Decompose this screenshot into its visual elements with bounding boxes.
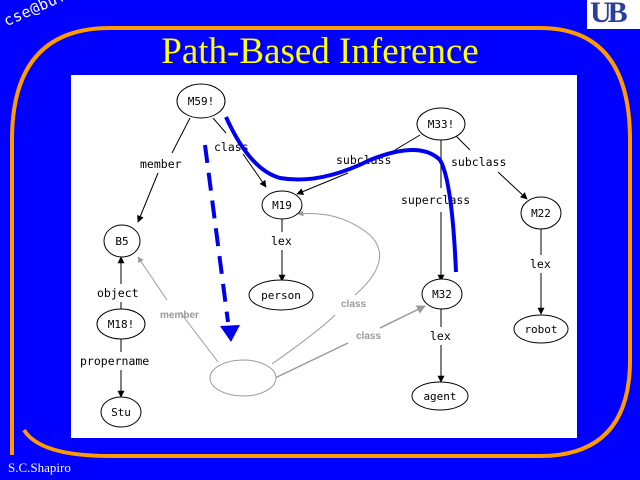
node-label: Stu bbox=[111, 406, 131, 419]
ub-logo: UB bbox=[587, 0, 640, 29]
inferred-node[interactable] bbox=[209, 359, 277, 397]
edge-labels: member class subclass subclass superclas… bbox=[80, 140, 551, 368]
node-label: agent bbox=[423, 390, 456, 403]
inferred-edges: member class class bbox=[137, 213, 425, 397]
edge-class bbox=[212, 117, 266, 187]
node-m18[interactable]: M18! bbox=[96, 308, 146, 340]
network-nodes: M59! M33! M19 M22 B5 person M32 robot M1… bbox=[96, 83, 569, 428]
edge-label-object: object bbox=[97, 286, 139, 300]
node-label: M32 bbox=[432, 288, 452, 301]
edge-label-propername: propername bbox=[80, 354, 149, 368]
node-label: M18! bbox=[108, 318, 135, 331]
edge-label-lex-m22: lex bbox=[530, 257, 551, 271]
edge-label-lex-m19: lex bbox=[271, 234, 292, 248]
inferred-edge-label-class-2: class bbox=[356, 331, 381, 342]
inferred-edge-member bbox=[179, 311, 219, 363]
node-m59[interactable]: M59! bbox=[176, 83, 226, 119]
edge-label-subclass-m22: subclass bbox=[451, 155, 506, 169]
node-label: M33! bbox=[428, 118, 455, 131]
inferred-edge-label-class-1: class bbox=[341, 299, 366, 310]
node-b5[interactable]: B5 bbox=[103, 224, 141, 258]
inferred-edge-class-m19 bbox=[271, 213, 380, 365]
edge-label-lex-m32: lex bbox=[430, 329, 451, 343]
network-edges bbox=[121, 117, 541, 397]
edge-member bbox=[138, 117, 191, 222]
node-robot[interactable]: robot bbox=[513, 314, 569, 344]
edge-subclass-m19 bbox=[297, 134, 421, 194]
node-m33[interactable]: M33! bbox=[416, 107, 466, 141]
ub-logo-text: UB bbox=[590, 0, 628, 29]
inferred-path-dashed bbox=[203, 144, 230, 323]
node-label: B5 bbox=[115, 235, 128, 248]
inferred-path-arrowhead bbox=[220, 325, 240, 342]
node-label: robot bbox=[524, 323, 557, 336]
orange-frame-border bbox=[10, 26, 632, 458]
node-agent[interactable]: agent bbox=[411, 381, 469, 411]
path-highlight-curve bbox=[224, 116, 458, 273]
diagram-panel bbox=[71, 75, 577, 438]
node-person[interactable]: person bbox=[248, 279, 314, 311]
inferred-edge-label-member: member bbox=[160, 310, 199, 321]
author-footer: S.C.Shapiro bbox=[8, 460, 71, 475]
slide-title: Path-Based Inference bbox=[161, 31, 479, 72]
node-label: M22 bbox=[531, 207, 551, 220]
edge-label-member: member bbox=[140, 157, 182, 171]
inferred-edge-class-m32 bbox=[274, 306, 425, 379]
edge-label-superclass: superclass bbox=[401, 193, 470, 207]
inferred-edge-member-head bbox=[137, 256, 168, 301]
node-label: person bbox=[261, 289, 301, 302]
node-label: M19 bbox=[272, 199, 292, 212]
edge-subclass-m22 bbox=[454, 134, 527, 199]
node-stu[interactable]: Stu bbox=[100, 396, 142, 428]
node-m19[interactable]: M19 bbox=[261, 190, 303, 220]
node-m22[interactable]: M22 bbox=[520, 196, 562, 230]
node-label: M59! bbox=[188, 95, 215, 108]
node-m32[interactable]: M32 bbox=[421, 278, 463, 310]
